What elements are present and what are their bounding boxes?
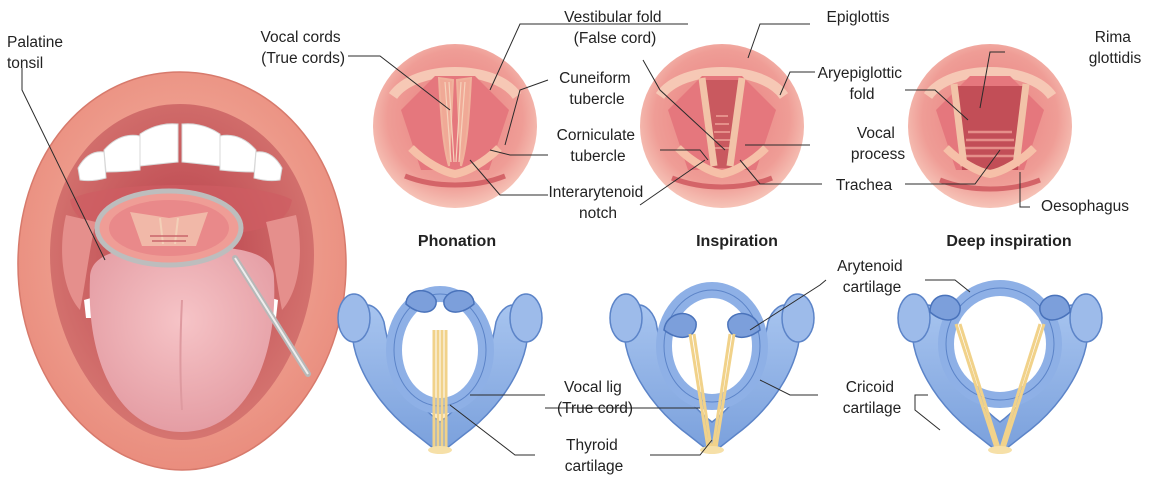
laryngoscope-view-phonation	[373, 44, 537, 208]
label-vestibular-fold: Vestibular fold (False cord)	[564, 9, 666, 47]
label-cricoid-cartilage: Cricoid cartilage	[843, 379, 902, 417]
open-mouth-illustration	[18, 72, 346, 470]
label-oesophagus: Oesophagus	[1041, 198, 1129, 215]
label-thyroid-cartilage: Thyroid cartilage	[565, 437, 624, 475]
label-palatine-tonsil: Palatine tonsil	[7, 34, 67, 72]
label-vocal-cords: Vocal cords (True cords)	[261, 29, 345, 67]
title-inspiration: Inspiration	[696, 233, 778, 250]
label-trachea: Trachea	[836, 177, 893, 194]
laryngoscope-view-deep-inspiration	[908, 44, 1072, 208]
label-vocal-lig: Vocal lig (True cord)	[557, 379, 633, 417]
cartilage-view-phonation	[338, 291, 542, 454]
label-epiglottis: Epiglottis	[827, 9, 890, 26]
title-phonation: Phonation	[418, 233, 496, 250]
label-cuneiform-tubercle: Cuneiform tubercle	[559, 70, 635, 108]
label-arytenoid-cartilage: Arytenoid cartilage	[837, 258, 907, 296]
label-vocal-process: Vocal process	[851, 125, 906, 163]
label-aryepiglottic-fold: Aryepiglottic fold	[818, 65, 907, 103]
label-rima-glottidis: Rima glottidis	[1089, 29, 1142, 67]
label-corniculate-tubercle: Corniculate tubercle	[557, 127, 640, 165]
cartilage-view-deep-inspiration	[898, 288, 1102, 454]
title-deep-inspiration: Deep inspiration	[946, 233, 1071, 250]
laryngoscope-view-inspiration	[640, 44, 804, 208]
cartilage-view-inspiration	[610, 290, 814, 454]
label-interarytenoid-notch: Interarytenoid notch	[548, 184, 647, 222]
